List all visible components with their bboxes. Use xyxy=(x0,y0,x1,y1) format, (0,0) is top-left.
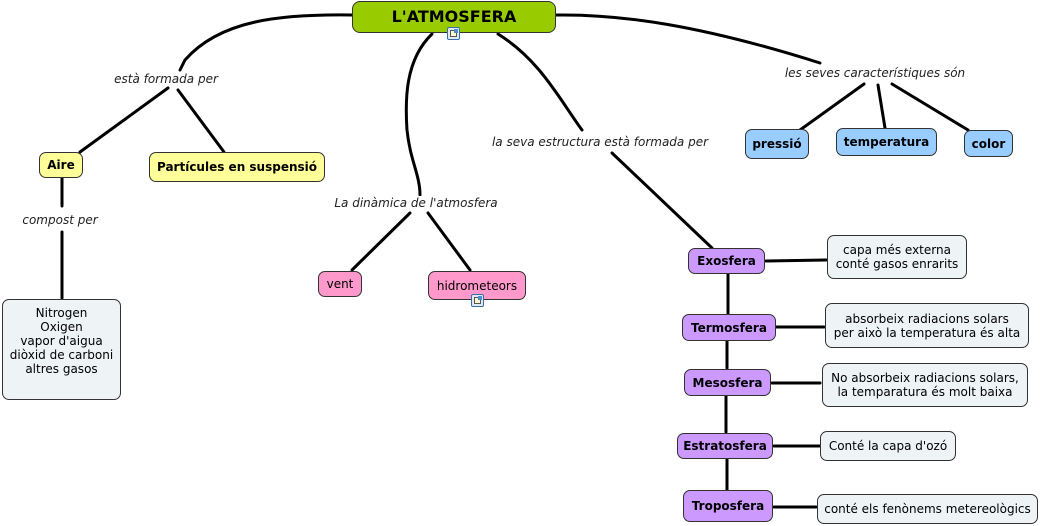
link-dynamics-hidrometeors xyxy=(426,211,472,272)
link-exosfera-note xyxy=(764,258,828,263)
link-root-structure xyxy=(496,32,584,132)
concept-particules[interactable]: Partícules en suspensió xyxy=(149,152,325,182)
link-label-composed-by: compost per xyxy=(20,213,100,227)
concept-temperatura[interactable]: temperatura xyxy=(836,128,937,156)
link-dynamics-vent xyxy=(350,211,412,272)
link-label-structure: la seva estructura està formada per xyxy=(489,135,711,149)
concept-gases[interactable]: Nitrogen Oxigen vapor d'aigua diòxid de … xyxy=(2,299,121,400)
link-root-formed-by xyxy=(178,13,354,72)
layer-exosfera[interactable]: Exosfera xyxy=(688,248,765,274)
note-troposfera[interactable]: conté els fenònems metereològics xyxy=(817,494,1038,524)
document-resource-icon[interactable] xyxy=(471,294,484,307)
link-formed-by-aire xyxy=(78,86,170,154)
link-label-formed-by: està formada per xyxy=(112,72,220,86)
layer-troposfera[interactable]: Troposfera xyxy=(683,490,773,522)
document-resource-icon[interactable] xyxy=(447,27,460,40)
root-title: L'ATMOSFERA xyxy=(391,7,517,26)
note-termosfera[interactable]: absorbeix radiacions solars per això la … xyxy=(825,303,1029,348)
note-mesosfera[interactable]: No absorbeix radiacions solars, la tempa… xyxy=(822,363,1028,407)
note-estratosfera[interactable]: Conté la capa d'ozó xyxy=(820,431,956,461)
link-characteristics-temperatura xyxy=(876,83,887,130)
layer-termosfera[interactable]: Termosfera xyxy=(682,314,776,341)
link-characteristics-color xyxy=(890,82,970,132)
concept-vent[interactable]: vent xyxy=(318,271,362,297)
link-label-dynamics: La dinàmica de l'atmosfera xyxy=(332,196,500,210)
layer-estratosfera[interactable]: Estratosfera xyxy=(677,433,773,459)
layer-mesosfera[interactable]: Mesosfera xyxy=(684,369,771,396)
concept-aire[interactable]: Aire xyxy=(39,152,83,178)
concept-pressio[interactable]: pressió xyxy=(745,129,809,159)
link-characteristics-pressio xyxy=(798,82,866,132)
concept-color[interactable]: color xyxy=(964,130,1013,157)
link-structure-exosfera xyxy=(610,151,714,250)
link-label-characteristics: les seves característiques són xyxy=(782,66,968,80)
link-root-dynamics xyxy=(404,32,434,197)
link-root-characteristics xyxy=(554,13,822,65)
link-formed-by-particules xyxy=(176,88,226,154)
note-exosfera[interactable]: capa més externa conté gasos enrarits xyxy=(827,235,967,279)
